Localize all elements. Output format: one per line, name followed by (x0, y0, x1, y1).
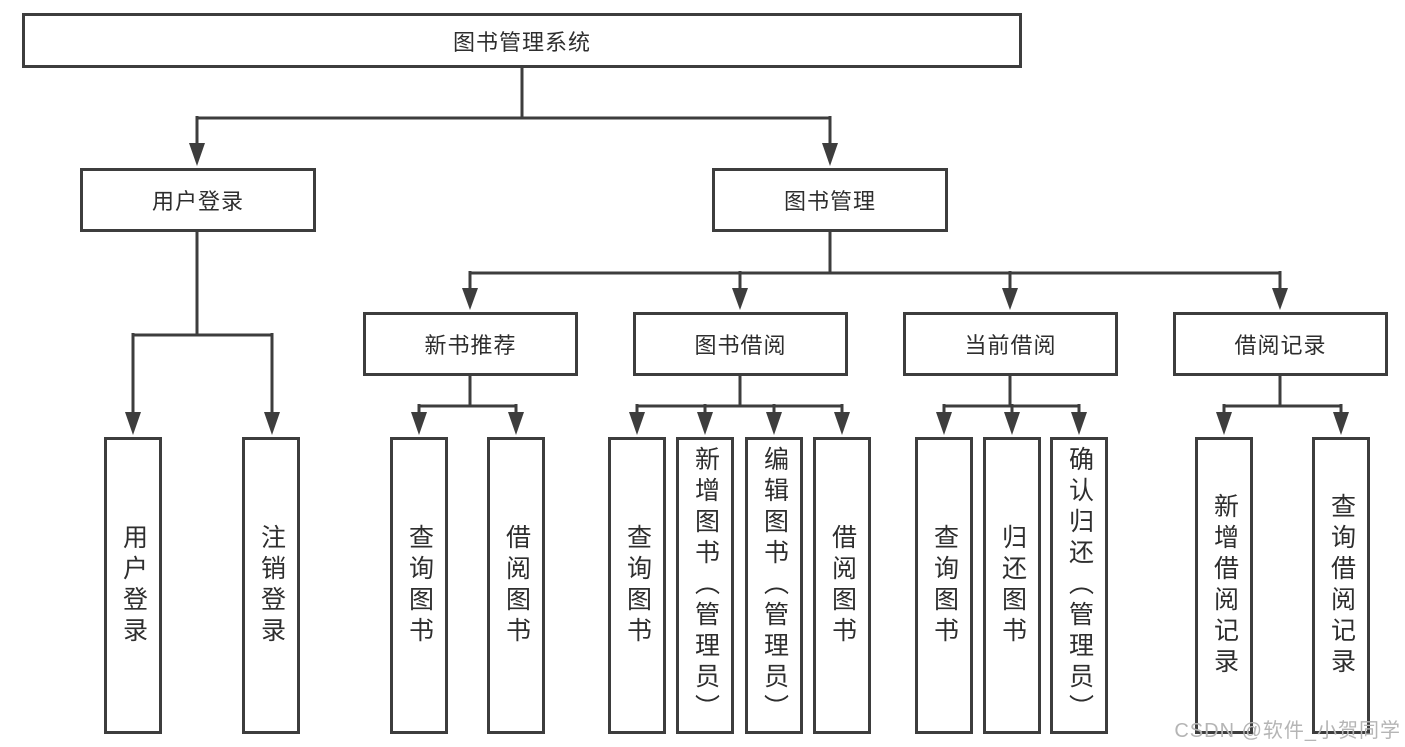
node-label: 注销登录 (257, 523, 286, 648)
node-label: 用户登录 (119, 523, 148, 648)
node-leaf-logout: 注销登录 (242, 437, 300, 734)
node-leaf-query-books-current: 查询图书 (915, 437, 973, 734)
connector-borrow-records-to-leaves (1222, 375, 1343, 415)
arrowheads (125, 143, 1349, 435)
node-branch-user-login: 用户登录 (80, 168, 316, 232)
node-label: 用户登录 (151, 189, 244, 214)
node-label: 当前借阅 (964, 333, 1057, 358)
node-label: 新书推荐 (424, 333, 517, 358)
node-section-borrow-records: 借阅记录 (1173, 312, 1388, 376)
node-leaf-borrow-books-rec: 借阅图书 (487, 437, 545, 734)
node-leaf-confirm-return-admin: 确认归还（管理员） (1050, 437, 1108, 734)
watermark: CSDN @软件_小贺同学 (1174, 720, 1401, 742)
node-label: 图书借阅 (694, 333, 787, 358)
node-leaf-query-books-borrow: 查询图书 (608, 437, 666, 734)
node-leaf-add-borrow-record: 新增借阅记录 (1195, 437, 1253, 734)
node-label: 归还图书 (998, 523, 1027, 648)
node-leaf-query-borrow-record: 查询借阅记录 (1312, 437, 1370, 734)
node-leaf-query-books-rec: 查询图书 (390, 437, 448, 734)
node-label: 查询图书 (623, 523, 652, 648)
node-label: 编辑图书（管理员） (760, 446, 789, 725)
connector-book-borrow-to-leaves (635, 375, 844, 415)
node-label: 确认归还（管理员） (1065, 446, 1094, 725)
connector-new-book-rec-to-leaves (417, 375, 518, 415)
node-label: 新增图书（管理员） (691, 446, 720, 725)
connector-root-to-branches (195, 67, 832, 146)
connector-book-mgmt-to-sections (468, 231, 1282, 291)
node-label: 查询图书 (930, 523, 959, 648)
connector-current-borrow-to-leaves (942, 375, 1081, 415)
node-leaf-return-books: 归还图书 (983, 437, 1041, 734)
node-section-current-borrow: 当前借阅 (903, 312, 1118, 376)
node-label: 查询借阅记录 (1327, 492, 1356, 679)
node-root-label: 图书管理系统 (452, 29, 591, 55)
node-branch-book-mgmt: 图书管理 (712, 168, 948, 232)
node-leaf-borrow-books: 借阅图书 (813, 437, 871, 734)
connector-user-login-to-leaves (131, 231, 274, 415)
node-section-book-borrow: 图书借阅 (633, 312, 848, 376)
node-leaf-user-login: 用户登录 (104, 437, 162, 734)
node-label: 图书管理 (783, 189, 876, 214)
node-label: 借阅图书 (502, 523, 531, 648)
node-section-new-book-rec: 新书推荐 (363, 312, 578, 376)
node-leaf-add-books-admin: 新增图书（管理员） (676, 437, 734, 734)
node-label: 借阅记录 (1234, 333, 1327, 358)
node-label: 新增借阅记录 (1210, 492, 1239, 679)
node-leaf-edit-books-admin: 编辑图书（管理员） (745, 437, 803, 734)
node-label: 查询图书 (405, 523, 434, 648)
node-root: 图书管理系统 (22, 13, 1022, 68)
node-label: 借阅图书 (828, 523, 857, 648)
